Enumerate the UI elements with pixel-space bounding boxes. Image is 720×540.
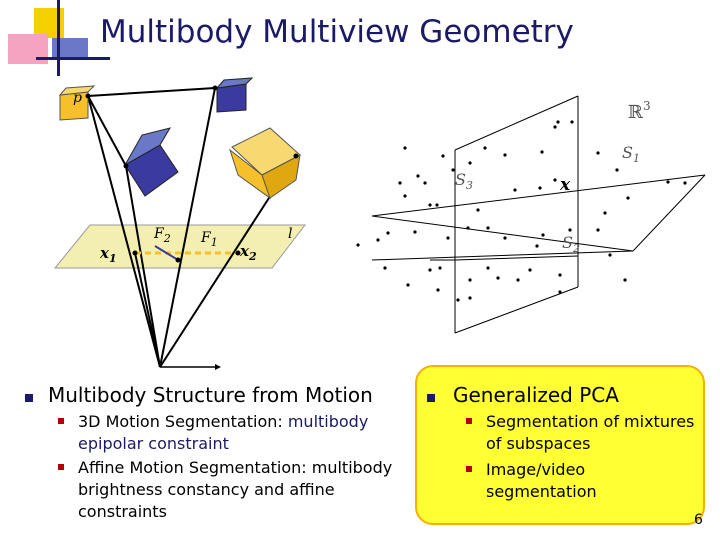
- decor-line-v: [57, 0, 60, 76]
- page-title: Multibody Multiview Geometry: [100, 14, 574, 50]
- subspace-arrangement-figure: ℝ3 S1 S3 x S2: [356, 95, 706, 334]
- camera-axis-arrow: [215, 364, 221, 370]
- decor-line-h: [36, 57, 110, 60]
- bullet-main-right: [427, 394, 435, 402]
- left-item-1: 3D Motion Segmentation: multibody epipol…: [78, 411, 403, 455]
- label-S1: S1: [622, 143, 640, 165]
- left-item-2: Affine Motion Segmentation: multibody br…: [78, 458, 393, 521]
- label-x2: x2: [239, 242, 257, 263]
- bullet-sub-right-1: [466, 418, 472, 424]
- subspace-planes: [371, 95, 706, 334]
- bullet-sub-left-2: [58, 464, 64, 470]
- bullet-sub-left-1: [58, 418, 64, 424]
- label-S2: S2: [562, 233, 580, 255]
- label-S3: S3: [455, 170, 473, 192]
- blue-cube-top: [215, 77, 254, 113]
- bullet-sub-right-2: [466, 466, 472, 472]
- left-item-1-accent: multibody epipolar constraint: [78, 412, 369, 453]
- right-item-1: Segmentation of mixtures of subspaces: [486, 412, 695, 453]
- label-F2: F2: [153, 226, 171, 245]
- epipolar-line-blue: [154, 245, 179, 261]
- right-item-2: Image/video segmentation: [486, 460, 597, 501]
- small-yellow-cube: [58, 85, 96, 121]
- label-F1: F1: [200, 230, 218, 249]
- multibody-motion-figure: p x1 x2 F2 F1 l: [53, 77, 307, 370]
- bullet-main-left: [25, 394, 33, 402]
- left-item-1-plain: 3D Motion Segmentation:: [78, 412, 288, 431]
- yellow-cube-large: [229, 127, 301, 200]
- page-number: 6: [694, 512, 703, 528]
- data-points: [356, 120, 687, 302]
- label-x: x: [559, 175, 571, 195]
- blue-cube-rotated: [123, 127, 179, 197]
- left-heading: Multibody Structure from Motion: [48, 383, 373, 407]
- label-p: p: [73, 90, 82, 106]
- label-R3: ℝ3: [628, 99, 651, 123]
- label-l: l: [288, 226, 292, 242]
- gpca-panel: [415, 365, 705, 525]
- image-plane: [53, 224, 307, 269]
- feature-points: [85, 85, 299, 263]
- decor-square-blue: [52, 38, 88, 58]
- label-x1: x1: [99, 244, 117, 265]
- right-heading: Generalized PCA: [453, 383, 619, 407]
